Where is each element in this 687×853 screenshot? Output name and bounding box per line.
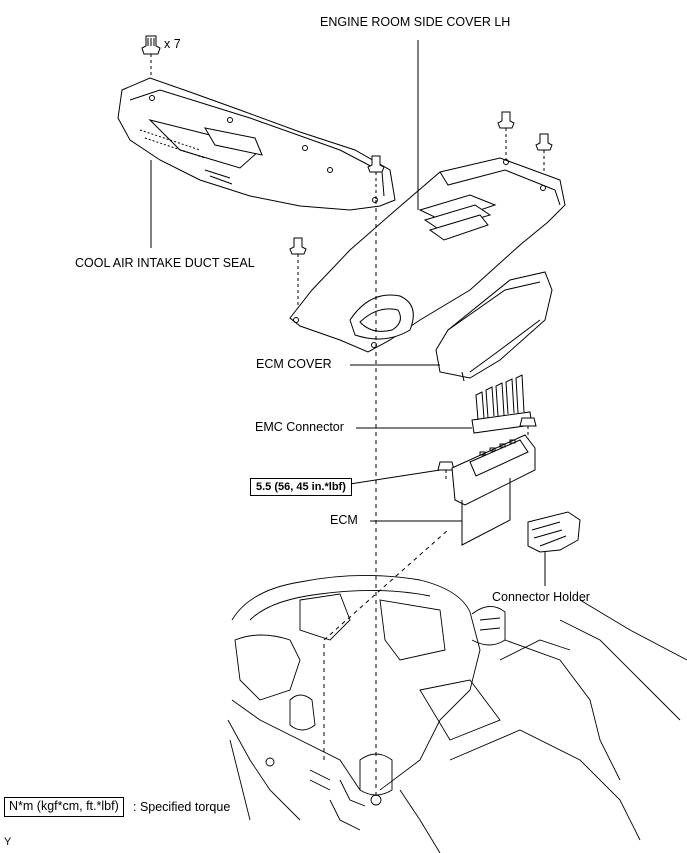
connector-holder-label: Connector Holder [492, 590, 590, 604]
emc-connector-label: EMC Connector [255, 420, 344, 434]
clip-icon [367, 155, 385, 200]
leader-torque [349, 469, 441, 485]
engine-bay-illustration [227, 575, 687, 853]
torque-spec-box: 5.5 (56, 45 in.*lbf) [250, 478, 352, 496]
ecm-part [451, 434, 536, 546]
nut-icon [519, 417, 537, 440]
torque-unit-legend-box: N*m (kgf*cm, ft.*lbf) [4, 797, 124, 817]
ecm-cover-label: ECM COVER [256, 357, 332, 371]
clip-icon [497, 111, 515, 160]
ecm-cover-part [435, 271, 553, 382]
alignment-line [323, 529, 449, 641]
nut-icon [437, 461, 455, 482]
ecm-label: ECM [330, 513, 358, 527]
cool-air-intake-duct-seal-label: COOL AIR INTAKE DUCT SEAL [75, 256, 255, 270]
clip-icon [141, 35, 161, 80]
engine-room-side-cover-label: ENGINE ROOM SIDE COVER LH [320, 15, 511, 29]
torque-legend-description: : Specified torque [133, 800, 231, 814]
connector-holder-part [527, 511, 581, 553]
figure-code: Y [4, 836, 12, 848]
clip-icon [289, 237, 307, 305]
cool-air-intake-duct-seal-part [117, 77, 396, 211]
clip-count-label: x 7 [164, 37, 181, 51]
engine-room-side-cover-part [289, 157, 566, 353]
